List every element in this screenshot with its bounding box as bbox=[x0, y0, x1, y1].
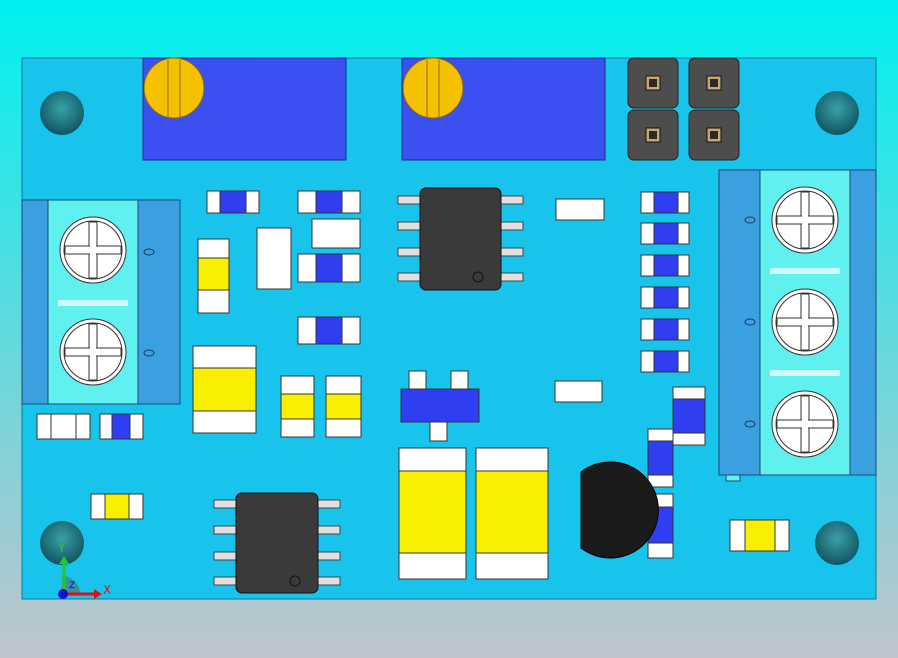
resistor-r10 bbox=[640, 350, 690, 373]
smd-white-parts bbox=[36, 198, 605, 440]
resistor-r5 bbox=[640, 191, 690, 214]
axis-label-x: X bbox=[103, 583, 111, 597]
soic8-top[interactable] bbox=[397, 187, 524, 291]
mount-hole-top-right bbox=[815, 91, 859, 135]
terminal-block-left[interactable] bbox=[21, 199, 181, 405]
resistor-r2 bbox=[297, 190, 361, 214]
screw-terminal[interactable] bbox=[771, 390, 839, 458]
resistor-r13 bbox=[647, 428, 674, 488]
white-part-3 bbox=[555, 198, 605, 221]
soic8-bottom[interactable] bbox=[213, 492, 341, 594]
capacitor-c1 bbox=[197, 238, 230, 314]
resistor-r4 bbox=[297, 316, 361, 345]
capacitor-c2 bbox=[192, 345, 257, 434]
white-part-5 bbox=[36, 413, 91, 440]
mount-hole-bottom-left bbox=[40, 521, 84, 565]
resistor-r12 bbox=[672, 386, 706, 446]
screw-terminal[interactable] bbox=[771, 288, 839, 356]
resistor-r11 bbox=[99, 413, 144, 440]
trimmer-1[interactable] bbox=[142, 57, 347, 161]
header-left[interactable] bbox=[627, 57, 679, 161]
smd-capacitors bbox=[90, 238, 790, 580]
header-right[interactable] bbox=[688, 57, 740, 161]
mount-hole-top-left bbox=[40, 91, 84, 135]
axis-label-z: Z bbox=[69, 581, 75, 591]
smd-resistors bbox=[99, 190, 690, 440]
capacitor-c8 bbox=[475, 447, 549, 580]
capacitor-c6 bbox=[729, 519, 790, 552]
terminal-block-right[interactable] bbox=[718, 169, 877, 482]
screw-terminal[interactable] bbox=[771, 186, 839, 254]
capacitor-c7 bbox=[398, 447, 467, 580]
axis-label-y: Y bbox=[57, 541, 66, 555]
mounting-holes bbox=[40, 91, 859, 565]
resistor-r7 bbox=[640, 254, 690, 277]
resistor-r8 bbox=[640, 286, 690, 309]
resistor-r1 bbox=[206, 190, 260, 214]
resistor-r9 bbox=[640, 318, 690, 341]
transistor-to92[interactable] bbox=[580, 461, 659, 559]
screw-terminal[interactable] bbox=[59, 216, 127, 284]
axis-triad: Y X Z bbox=[57, 541, 111, 599]
screw-terminal[interactable] bbox=[59, 318, 127, 386]
trimmer-2[interactable] bbox=[401, 57, 606, 161]
mount-hole-bottom-right bbox=[815, 521, 859, 565]
capacitor-c5 bbox=[90, 493, 144, 520]
white-part-4 bbox=[554, 380, 603, 403]
white-part-1 bbox=[311, 218, 361, 249]
resistor-r3 bbox=[297, 253, 361, 283]
white-part-2 bbox=[256, 227, 292, 290]
capacitor-c3 bbox=[280, 375, 315, 438]
capacitor-c4 bbox=[325, 375, 362, 438]
sot223-center[interactable] bbox=[400, 370, 480, 442]
resistor-r6 bbox=[640, 222, 690, 245]
